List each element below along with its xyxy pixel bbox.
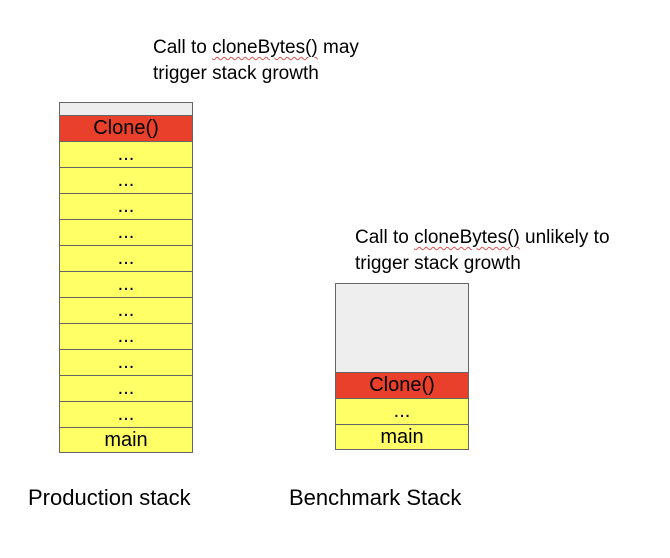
stack-frame-ellipsis: ... (60, 219, 192, 245)
stack-frame-clone: Clone() (60, 115, 192, 141)
production-note-function: cloneBytes() (212, 37, 318, 58)
stack-free-space (60, 102, 192, 115)
stack-frame-ellipsis: ... (60, 375, 192, 401)
stack-frame-ellipsis: ... (60, 193, 192, 219)
benchmark-stack-note: Call to cloneBytes() unlikely to trigger… (355, 225, 610, 277)
production-note-line-1: Call to cloneBytes() may (153, 37, 359, 58)
benchmark-note-line-2: trigger stack growth (355, 253, 521, 274)
benchmark-stack: Clone()...main (335, 283, 469, 450)
stack-frame-ellipsis: ... (60, 297, 192, 323)
stack-frame-ellipsis: ... (336, 398, 468, 424)
stack-frame-ellipsis: ... (60, 167, 192, 193)
stack-frame-ellipsis: ... (60, 271, 192, 297)
production-note-line-2: trigger stack growth (153, 63, 319, 84)
stack-frame-ellipsis: ... (60, 401, 192, 427)
stack-frame-main: main (60, 427, 192, 453)
stack-frame-ellipsis: ... (60, 141, 192, 167)
stack-frame-main: main (336, 424, 468, 450)
production-stack: Clone().................................… (59, 102, 193, 453)
stack-frame-ellipsis: ... (60, 245, 192, 271)
benchmark-note-line-1: Call to cloneBytes() unlikely to (355, 227, 610, 248)
benchmark-note-function: cloneBytes() (414, 227, 520, 248)
stack-frame-ellipsis: ... (60, 349, 192, 375)
production-stack-note: Call to cloneBytes() may trigger stack g… (153, 35, 359, 87)
benchmark-stack-caption: Benchmark Stack (289, 485, 462, 510)
production-stack-caption: Production stack (28, 485, 191, 510)
stack-free-space (336, 283, 468, 372)
stack-frame-ellipsis: ... (60, 323, 192, 349)
stack-frame-clone: Clone() (336, 372, 468, 398)
